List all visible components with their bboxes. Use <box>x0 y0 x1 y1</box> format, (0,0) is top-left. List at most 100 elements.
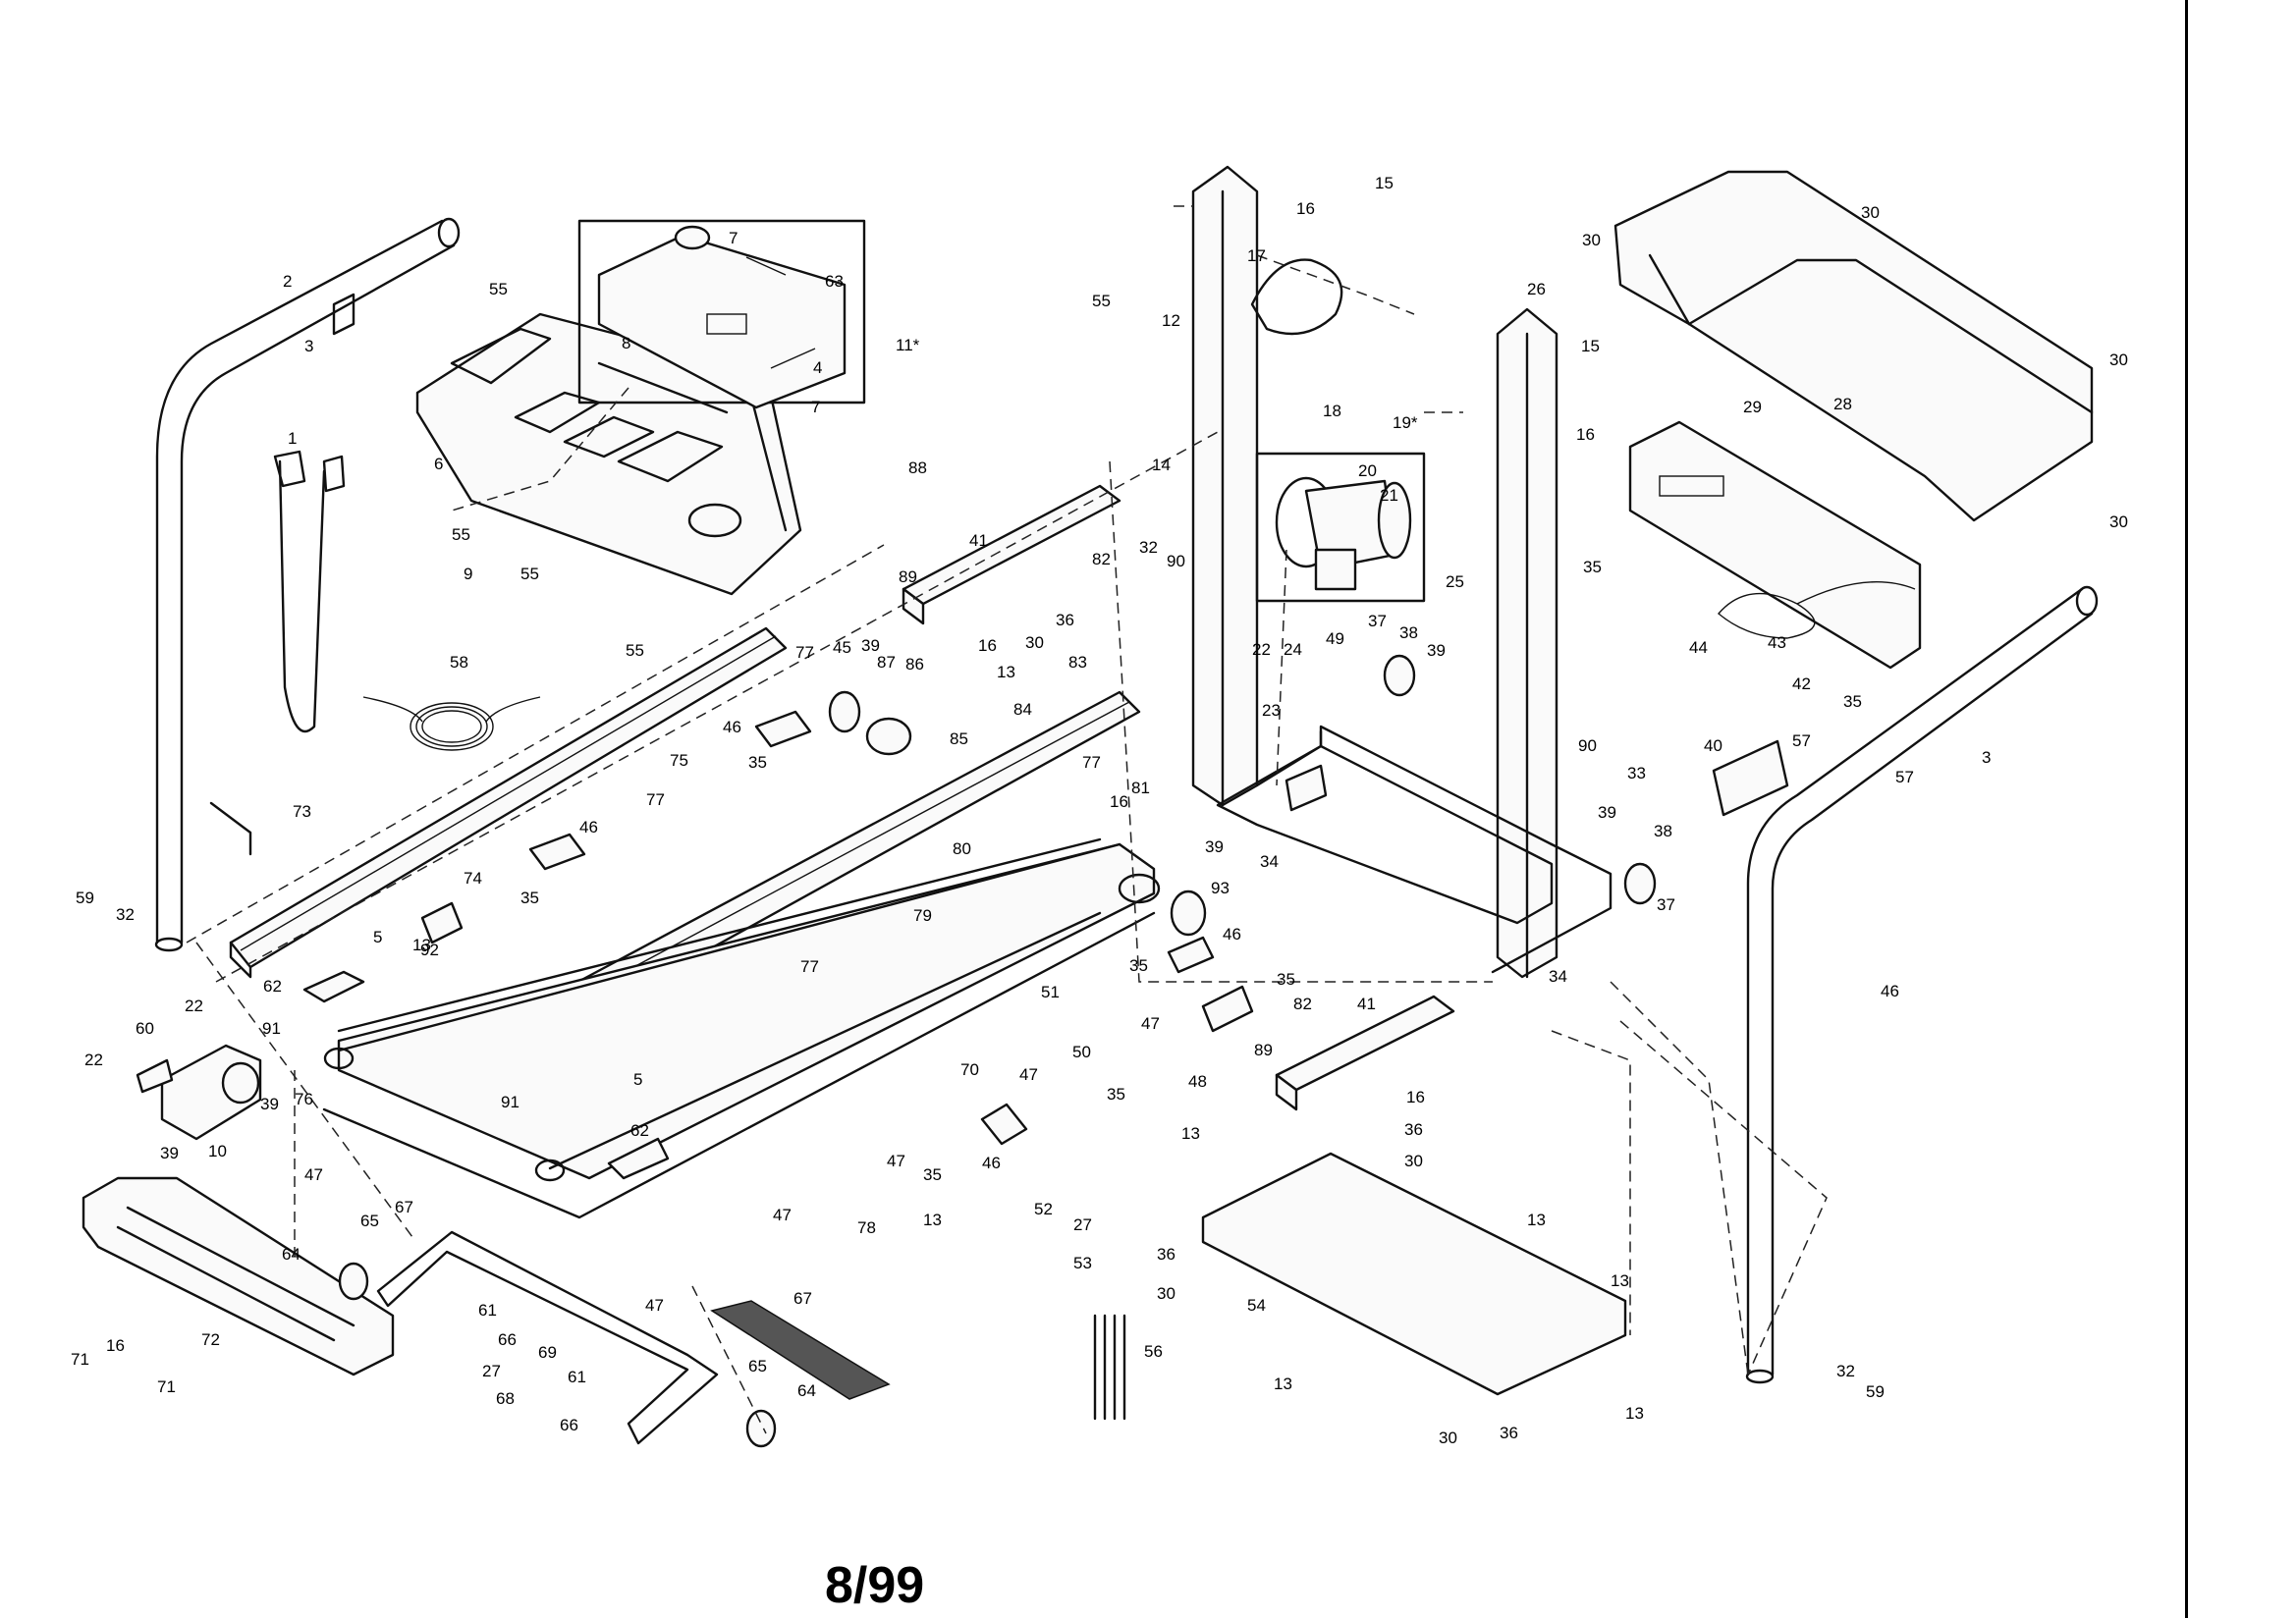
callout-p22a: 22 <box>1252 640 1271 659</box>
callout-p82b: 82 <box>1293 995 1312 1013</box>
callout-p38b: 38 <box>1654 822 1672 840</box>
clip-parts <box>420 710 1789 1146</box>
callout-p47d: 47 <box>304 1165 323 1184</box>
callout-p77d: 77 <box>800 957 819 976</box>
callout-p36c: 36 <box>1157 1245 1175 1264</box>
callout-p57a: 57 <box>1792 731 1811 750</box>
callout-p13f: 13 <box>1274 1375 1292 1393</box>
wire-harness-part-58 <box>362 696 541 751</box>
callout-p93: 93 <box>1211 879 1230 897</box>
callout-p47a: 47 <box>1141 1014 1160 1033</box>
page-date-code: 8/99 <box>825 1557 925 1614</box>
callout-p34a: 34 <box>1260 852 1279 871</box>
callout-p85: 85 <box>950 729 968 748</box>
callout-p50: 50 <box>1072 1043 1091 1061</box>
callout-p77b: 77 <box>646 790 665 809</box>
callout-p46c: 46 <box>1223 925 1241 944</box>
idler-part-38 <box>1383 654 1657 905</box>
callout-p61b: 61 <box>568 1368 586 1386</box>
callout-p30a: 30 <box>1861 203 1880 222</box>
callout-p16e: 16 <box>1406 1088 1425 1106</box>
callout-p48: 48 <box>1188 1072 1207 1091</box>
callout-p41b: 41 <box>1357 995 1376 1013</box>
callout-p13c: 13 <box>923 1211 942 1229</box>
callout-p2: 2 <box>283 272 292 291</box>
callout-p64a: 64 <box>282 1245 301 1264</box>
callout-p62b: 62 <box>630 1121 649 1140</box>
assembly-guide-lines <box>186 205 1828 1434</box>
callout-p3: 3 <box>304 337 313 355</box>
wire-assembly-part-44 <box>1718 581 1916 639</box>
callout-p43: 43 <box>1768 633 1786 652</box>
callout-p33: 33 <box>1627 764 1646 782</box>
callout-p76: 76 <box>295 1090 313 1108</box>
callout-p47b: 47 <box>1019 1065 1038 1084</box>
callout-p20: 20 <box>1358 461 1377 480</box>
callout-p35b: 35 <box>748 753 767 772</box>
callout-p92: 92 <box>420 941 439 959</box>
callout-p54: 54 <box>1247 1296 1266 1315</box>
callout-p72: 72 <box>201 1330 220 1349</box>
callout-p46b: 46 <box>579 818 598 836</box>
callout-p44: 44 <box>1689 638 1708 657</box>
callout-p27b: 27 <box>482 1362 501 1380</box>
callout-p36a: 36 <box>1056 611 1074 629</box>
callout-p73: 73 <box>293 802 311 821</box>
callout-p14: 14 <box>1152 456 1171 474</box>
callout-p57b: 57 <box>1895 768 1914 786</box>
callout-p6: 6 <box>434 455 443 473</box>
callout-p35c: 35 <box>520 889 539 907</box>
roller-bracket-part-62 <box>302 970 365 1003</box>
motor-hood-part-28 <box>1613 170 2094 522</box>
callout-p13d: 13 <box>1181 1124 1200 1143</box>
callout-p74: 74 <box>464 869 482 888</box>
callout-p66b: 66 <box>560 1416 578 1434</box>
rear-foot-cover-part-72 <box>82 1176 395 1376</box>
callout-p16d: 16 <box>1576 425 1595 444</box>
callout-p67a: 67 <box>395 1198 413 1216</box>
controller-bracket-part-29 <box>1628 420 1922 670</box>
callout-p34b: 34 <box>1549 967 1567 986</box>
callout-p35f: 35 <box>1107 1085 1125 1104</box>
callout-p13b: 13 <box>997 663 1015 681</box>
callout-p22b: 22 <box>185 997 203 1015</box>
callout-p59a: 59 <box>76 889 94 907</box>
callout-p30b: 30 <box>1582 231 1601 249</box>
callout-p47e: 47 <box>773 1206 792 1224</box>
callout-p25: 25 <box>1446 572 1464 591</box>
callout-p47c: 47 <box>887 1152 905 1170</box>
callout-p90a: 90 <box>1167 552 1185 570</box>
callout-p40: 40 <box>1704 736 1722 755</box>
callout-p30h: 30 <box>1439 1429 1457 1447</box>
callout-p71a: 71 <box>71 1350 89 1369</box>
callout-p83: 83 <box>1068 653 1087 672</box>
callout-p16a: 16 <box>1296 199 1315 218</box>
callout-p79: 79 <box>913 906 932 925</box>
callout-p89a: 89 <box>899 567 917 586</box>
callout-p89b: 89 <box>1254 1041 1273 1059</box>
callout-p66a: 66 <box>498 1330 517 1349</box>
callout-p70: 70 <box>960 1060 979 1079</box>
callout-p5b: 5 <box>633 1070 642 1089</box>
callout-p13h: 13 <box>1625 1404 1644 1423</box>
callout-p30f: 30 <box>1404 1152 1423 1170</box>
part-callouts: 1233455677891011*12131313131313131314151… <box>71 174 2128 1447</box>
callout-p55c: 55 <box>452 525 470 544</box>
pulley-part-85 <box>865 717 912 756</box>
callout-p39e: 39 <box>260 1095 279 1113</box>
callout-p15a: 15 <box>1375 174 1394 192</box>
callout-p29: 29 <box>1743 398 1762 416</box>
callout-p71b: 71 <box>157 1377 176 1396</box>
callout-p17: 17 <box>1247 246 1266 265</box>
callout-p86: 86 <box>905 655 924 674</box>
callout-p19: 19* <box>1393 413 1418 432</box>
callout-p32a: 32 <box>1139 538 1158 557</box>
callout-p55e: 55 <box>626 641 644 660</box>
callout-p12: 12 <box>1162 311 1180 330</box>
callout-p63: 63 <box>825 272 844 291</box>
callout-p30c: 30 <box>2109 351 2128 369</box>
callout-p51: 51 <box>1041 983 1060 1001</box>
left-side-rail-part-75 <box>229 626 788 979</box>
base-frame <box>1216 725 1613 974</box>
